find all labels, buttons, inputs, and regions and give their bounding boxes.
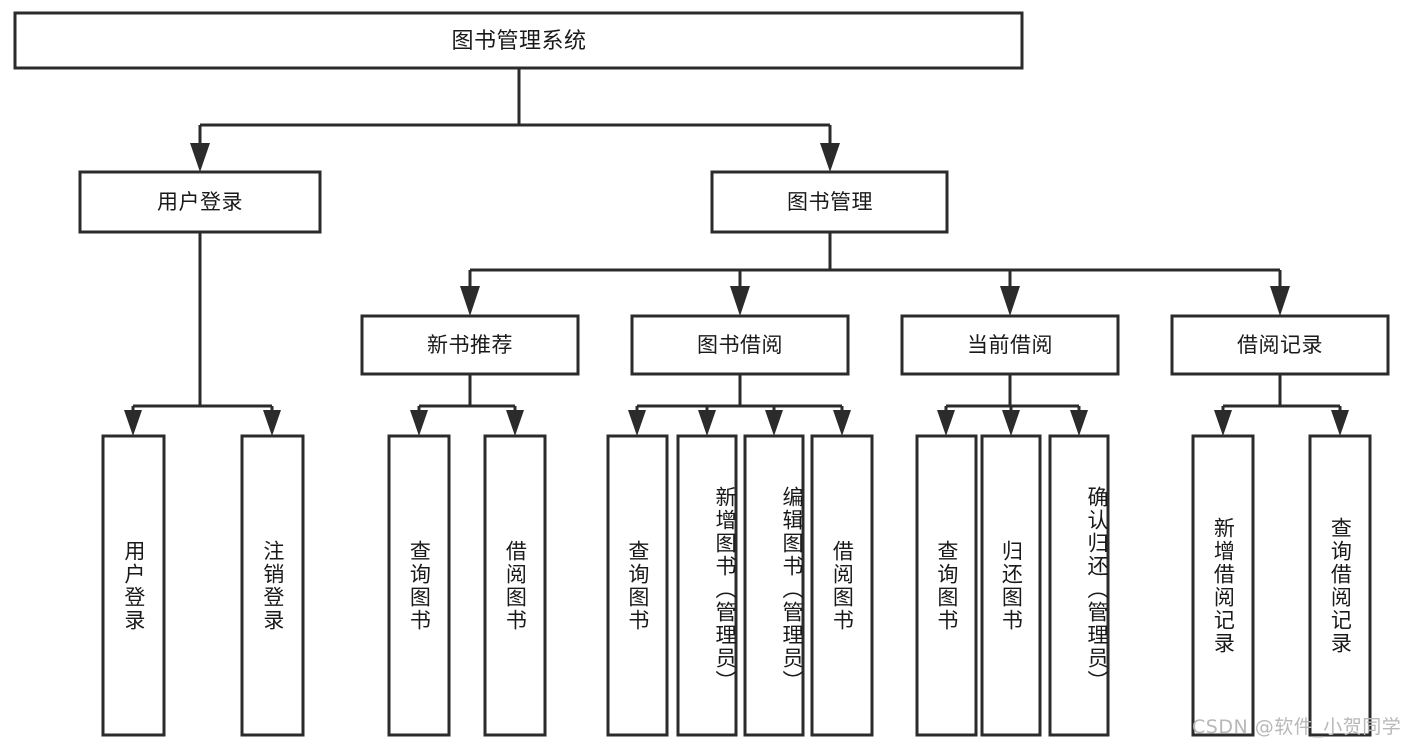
csdn-watermark: CSDN @软件_小贺同学 xyxy=(1192,716,1402,738)
connectors-bookmanage-to-level3 xyxy=(460,232,1290,316)
arrow-to-new-book-rec xyxy=(460,286,480,316)
leaf-return-book-box[interactable] xyxy=(980,434,1042,737)
node-current-borrow[interactable]: 当前借阅 xyxy=(900,314,1120,376)
leaf-add-record-box[interactable] xyxy=(1191,434,1255,737)
node-borrow-record[interactable]: 借阅记录 xyxy=(1170,314,1390,376)
arrow-to-leaf-user-logout xyxy=(263,410,281,436)
leaf-boxes xyxy=(101,434,1372,737)
arrow-to-user-login xyxy=(190,143,210,172)
arrow-to-leaf-query-book-3 xyxy=(937,410,955,436)
arrow-to-leaf-add-record xyxy=(1214,410,1232,436)
arrow-to-leaf-query-record xyxy=(1331,410,1349,436)
arrow-to-leaf-borrow-book-1 xyxy=(506,410,524,436)
node-book-manage[interactable]: 图书管理 xyxy=(710,170,949,234)
node-user-login-box[interactable] xyxy=(78,170,322,234)
leaf-query-book-1-box[interactable] xyxy=(387,434,451,737)
node-borrow-record-box[interactable] xyxy=(1170,314,1390,376)
leaf-borrow-book-1-box[interactable] xyxy=(483,434,547,737)
connectors-userlogin-to-leaves xyxy=(124,232,281,436)
node-book-borrow-box[interactable] xyxy=(630,314,850,376)
node-book-borrow[interactable]: 图书借阅 xyxy=(630,314,850,376)
arrow-to-leaf-add-book xyxy=(698,410,716,436)
arrow-to-leaf-user-login xyxy=(124,410,142,436)
arrow-to-current-borrow xyxy=(1000,286,1020,316)
leaf-confirm-return-box[interactable] xyxy=(1048,434,1110,737)
arrow-to-leaf-borrow-book-2 xyxy=(833,410,851,436)
node-new-book-rec-box[interactable] xyxy=(360,314,580,376)
node-root-box[interactable] xyxy=(13,11,1024,70)
node-book-manage-label: 图书管理 xyxy=(787,190,873,214)
node-root-label: 图书管理系统 xyxy=(451,29,586,54)
node-book-borrow-label: 图书借阅 xyxy=(697,333,783,357)
arrow-to-book-manage xyxy=(820,143,840,172)
connectors-root-to-level2 xyxy=(190,68,840,172)
leaf-borrow-book-2-box[interactable] xyxy=(810,434,874,737)
arrow-to-leaf-confirm-return xyxy=(1070,410,1088,436)
arrow-to-leaf-edit-book xyxy=(765,410,783,436)
node-new-book-rec-label: 新书推荐 xyxy=(427,333,513,357)
node-current-borrow-label: 当前借阅 xyxy=(967,333,1053,357)
connectors-currentborrow-to-leaves xyxy=(937,374,1088,436)
leaf-query-book-3-box[interactable] xyxy=(915,434,978,737)
leaf-user-login-box[interactable] xyxy=(101,434,166,737)
arrow-to-leaf-query-book-1 xyxy=(410,410,428,436)
node-user-login[interactable]: 用户登录 xyxy=(78,170,322,234)
arrow-to-leaf-return-book xyxy=(1002,410,1020,436)
leaf-user-logout-box[interactable] xyxy=(240,434,305,737)
node-user-login-label: 用户登录 xyxy=(157,190,243,214)
leaf-query-book-2-box[interactable] xyxy=(606,434,669,737)
connectors-bookborrow-to-leaves xyxy=(628,374,851,436)
arrow-to-leaf-query-book-2 xyxy=(628,410,646,436)
arrow-to-borrow-record xyxy=(1270,286,1290,316)
leaf-query-record-box[interactable] xyxy=(1308,434,1372,737)
node-borrow-record-label: 借阅记录 xyxy=(1237,333,1323,357)
node-book-manage-box[interactable] xyxy=(710,170,949,234)
node-new-book-rec[interactable]: 新书推荐 xyxy=(360,314,580,376)
arrow-to-book-borrow xyxy=(730,286,750,316)
connectors-newbookrec-to-leaves xyxy=(410,374,524,436)
leaf-add-book-box[interactable] xyxy=(676,434,738,737)
node-current-borrow-box[interactable] xyxy=(900,314,1120,376)
node-root[interactable]: 图书管理系统 xyxy=(13,11,1024,70)
leaf-edit-book-box[interactable] xyxy=(743,434,805,737)
connectors-borrowrecord-to-leaves xyxy=(1214,374,1349,436)
